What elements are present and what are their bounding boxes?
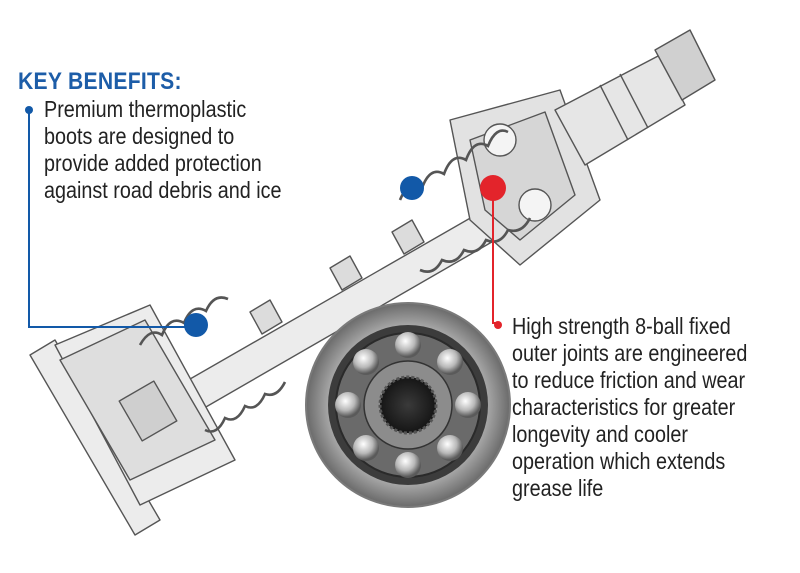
inner-boot-upper bbox=[138, 296, 229, 346]
benefit-outer-joints: High strength 8-ball fixed outer joints … bbox=[512, 313, 796, 502]
inner-flange bbox=[29, 339, 161, 536]
key-benefits-heading: KEY BENEFITS: bbox=[18, 68, 182, 95]
benefit-line: Premium thermoplastic bbox=[44, 96, 247, 122]
outer-boot-lower bbox=[419, 217, 532, 273]
benefit-line: longevity and cooler bbox=[512, 421, 688, 447]
benefit-boots: Premium thermoplastic boots are designed… bbox=[44, 96, 328, 204]
callouts bbox=[25, 106, 506, 337]
inner-boot-lower bbox=[204, 381, 287, 433]
benefit-line: against road debris and ice bbox=[44, 177, 282, 203]
axle-drawing bbox=[29, 29, 716, 536]
splined-hub bbox=[378, 375, 438, 435]
benefit-line: grease life bbox=[512, 475, 604, 501]
benefit-line: to reduce friction and wear bbox=[512, 367, 746, 393]
benefit-line: outer joints are engineered bbox=[512, 340, 748, 366]
axle-nut bbox=[654, 29, 716, 101]
blue-dot-icon bbox=[184, 313, 208, 337]
benefit-line: High strength 8-ball fixed bbox=[512, 313, 731, 339]
stub-shaft bbox=[554, 54, 686, 166]
benefit-line: provide added protection bbox=[44, 150, 262, 176]
blue-dot-icon bbox=[400, 176, 424, 200]
bullet-dot-icon bbox=[494, 321, 502, 329]
benefit-line: characteristics for greater bbox=[512, 394, 736, 420]
benefit-line: operation which extends bbox=[512, 448, 726, 474]
joint-balls bbox=[335, 332, 481, 478]
inner-spider bbox=[118, 380, 178, 442]
bullet-dot-icon bbox=[25, 106, 33, 114]
benefit-line: boots are designed to bbox=[44, 123, 235, 149]
blue-callout-line bbox=[28, 112, 195, 328]
red-dot-icon bbox=[480, 175, 506, 201]
outer-joint-photo bbox=[305, 302, 511, 508]
